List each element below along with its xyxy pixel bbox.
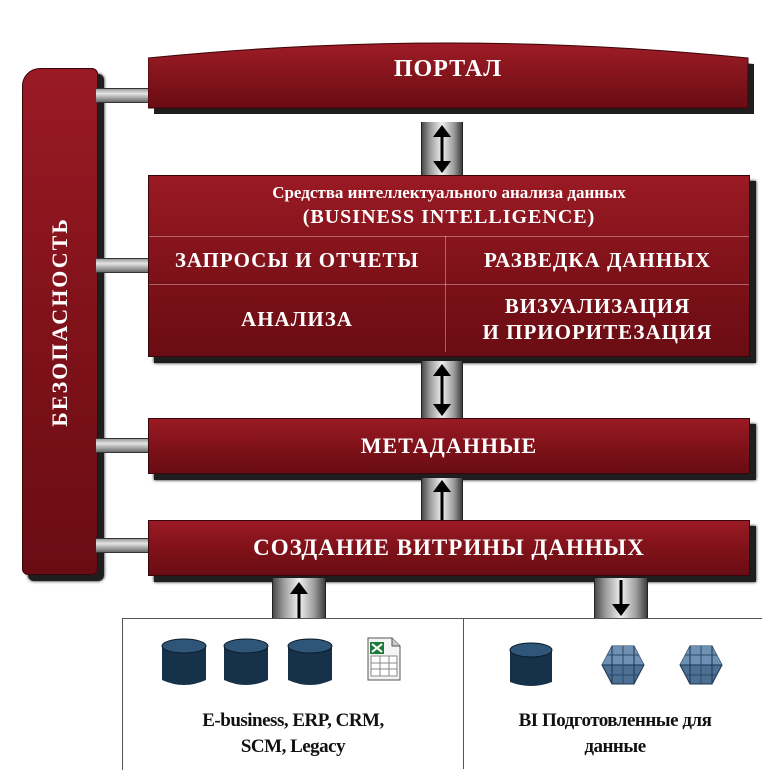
bi-cell-queries: ЗАПРОСЫ И ОТЧЕТЫ	[174, 248, 420, 272]
database-icon	[161, 638, 207, 685]
metadata-label: МЕТАДАННЫЕ	[360, 433, 538, 458]
bi-divider-top	[149, 236, 749, 237]
connector-bi	[96, 258, 150, 273]
bi-cell-analysis: АНАЛИЗА	[241, 307, 353, 331]
bi-divider-middle	[149, 284, 749, 285]
database-icon	[223, 638, 269, 685]
data-cube-icon	[679, 645, 723, 685]
sources-right-line1: BI Подготовленные для	[518, 710, 712, 731]
bi-cell-visualization: ВИЗУАЛИЗАЦИЯ И ПРИОРИТЕЗАЦИЯ	[446, 288, 749, 350]
shaft-sources-up	[272, 578, 326, 620]
datamart-block: СОЗДАНИЕ ВИТРИНЫ ДАННЫХ	[148, 520, 750, 576]
portal-label: ПОРТАЛ	[393, 55, 503, 82]
security-bar: БЕЗОПАСНОСТЬ	[22, 68, 98, 575]
shaft-prepared-down	[594, 578, 648, 620]
arrow-up-icon	[433, 480, 451, 520]
data-cube-icon	[601, 645, 645, 685]
double-arrow-icon	[433, 364, 451, 416]
connector-metadata	[96, 438, 150, 453]
shaft-datamart-metadata	[421, 478, 463, 522]
portal-block	[148, 42, 754, 114]
security-label: БЕЗОПАСНОСТЬ	[47, 216, 72, 427]
shaft-bi-metadata	[421, 361, 463, 419]
bi-cell-mining: РАЗВЕДКА ДАННЫХ	[483, 248, 712, 272]
bi-block: Средства интеллектуального анализа данны…	[148, 175, 750, 357]
sources-left-label: E-business, ERP, CRM, SCM, Legacy	[124, 708, 462, 760]
database-icon	[287, 638, 333, 685]
metadata-block: МЕТАДАННЫЕ	[148, 418, 750, 474]
spreadsheet-file-icon	[367, 637, 401, 681]
bi-title: Средства интеллектуального анализа данны…	[272, 183, 626, 202]
arrow-up-icon	[290, 582, 308, 618]
connector-portal	[96, 88, 150, 103]
arrow-down-icon	[612, 580, 630, 616]
sources-left-line2: SCM, Legacy	[240, 736, 346, 757]
shaft-portal-bi	[421, 122, 463, 176]
sources-divider	[463, 618, 464, 769]
sources-right-label: BI Подготовленные для данные	[468, 708, 762, 760]
bi-cell-visualization-line2: И ПРИОРИТЕЗАЦИЯ	[482, 320, 713, 344]
connector-datamart	[96, 538, 150, 553]
bi-cell-visualization-line1: ВИЗУАЛИЗАЦИЯ	[504, 294, 691, 318]
double-arrow-icon	[433, 125, 451, 173]
bi-divider-vertical	[445, 236, 446, 352]
database-icon	[509, 642, 553, 686]
datamart-label: СОЗДАНИЕ ВИТРИНЫ ДАННЫХ	[253, 535, 645, 560]
sources-left-line1: E-business, ERP, CRM,	[202, 710, 384, 731]
bi-subtitle: (BUSINESS INTELLIGENCE)	[302, 205, 596, 228]
sources-right-line2: данные	[584, 736, 646, 757]
